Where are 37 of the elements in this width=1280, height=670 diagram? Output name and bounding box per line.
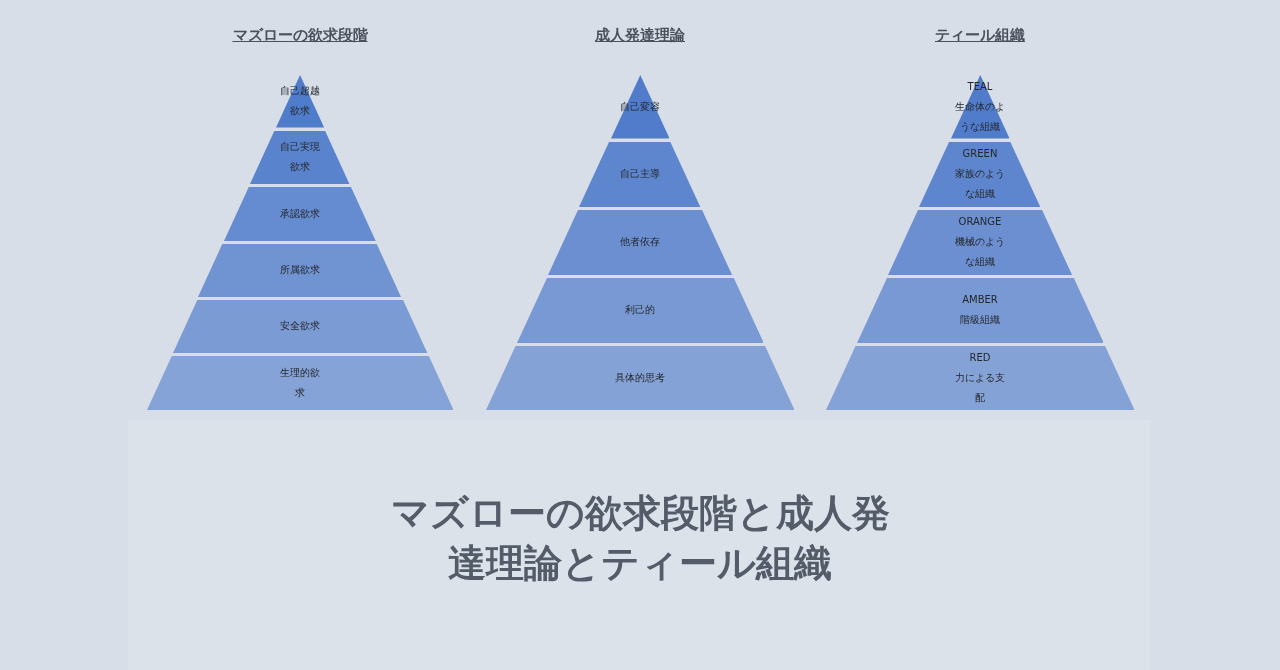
pyramid-band: [516, 277, 764, 343]
pyramid-band: [146, 355, 454, 410]
band-label: 生理的欲求: [280, 365, 320, 400]
pyramid-band: [172, 299, 428, 353]
pyramid-band: [224, 186, 376, 241]
pyramid-band: [198, 243, 402, 297]
band-label: 他者依存: [620, 235, 660, 249]
pyramid-heading: 成人発達理論: [594, 26, 686, 45]
band-label: RED: [969, 350, 991, 365]
band-label: 自己実現欲求: [280, 140, 320, 174]
band-label: GREEN: [962, 147, 998, 161]
band-label: 承認欲求: [280, 206, 320, 221]
pyramid-band: [950, 75, 1010, 139]
band-label: 階級組織: [960, 313, 1000, 327]
band-label: AMBER: [962, 293, 998, 307]
band-label: 利己的: [625, 303, 655, 317]
band-label: 力による支配: [955, 370, 1005, 405]
pyramid-band: [610, 75, 670, 139]
band-label: 具体的思考: [615, 370, 665, 385]
pyramid-heading: マズローの欲求段階: [231, 26, 369, 45]
band-label: 機械のような組織: [955, 235, 1005, 269]
band-label: 家族のような組織: [955, 167, 1005, 201]
pyramid-band: [887, 209, 1073, 275]
pyramid-band: [485, 345, 795, 410]
band-label: 所属欲求: [280, 263, 320, 277]
pyramid-band: [579, 141, 701, 207]
band-label: 安全欲求: [280, 319, 320, 333]
pyramid-band: [856, 277, 1104, 343]
pyramid-band: [547, 209, 733, 275]
title: マズローの欲求段階と成人発達理論とティール組織: [390, 490, 890, 587]
pyramid-band: [825, 345, 1135, 410]
pyramid-band: [919, 141, 1041, 207]
band-label: 自己主導: [620, 167, 660, 181]
band-label: ORANGE: [958, 215, 1002, 229]
pyramid-band: [250, 130, 350, 184]
pyramid-heading: ティール組織: [934, 26, 1026, 45]
pyramid-band: [275, 75, 325, 128]
